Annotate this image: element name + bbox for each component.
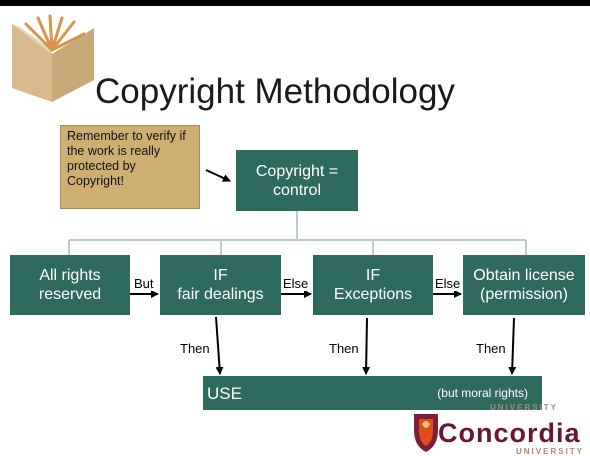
logo-name: Concordia [438, 418, 581, 448]
arrow-then-1 [215, 316, 224, 375]
then-label-2: Then [329, 341, 359, 356]
fair-dealings-box: IF fair dealings [160, 255, 281, 315]
slide-top-rule [0, 0, 590, 6]
then-label-3: Then [476, 341, 506, 356]
arrow-then-2 [362, 317, 371, 375]
copyright-control-label: Copyright = control [255, 162, 339, 199]
use-outcome-box: USE (but moral rights) [203, 376, 542, 410]
else-label-2: Else [435, 276, 461, 291]
shield-icon [414, 414, 438, 452]
option-label: IF fair dealings [177, 267, 264, 303]
all-rights-reserved-box: All rights reserved [10, 255, 130, 315]
then-label-1: Then [180, 341, 210, 356]
note-arrow [205, 169, 231, 182]
but-label: But [134, 276, 154, 291]
slide-title: Copyright Methodology [95, 72, 455, 111]
concordia-logo: UNIVERSITY Concordia UNIVERSITY [414, 403, 584, 456]
tree-lines [68, 211, 527, 255]
copyright-control-box: Copyright = control [236, 150, 358, 211]
book-logo-icon [12, 14, 94, 102]
moral-rights-note: (but moral rights) [437, 385, 528, 400]
option-label: All rights reserved [38, 267, 102, 303]
option-label: IF Exceptions [333, 267, 413, 303]
else-label-1: Else [283, 276, 309, 291]
logo-top-text: UNIVERSITY [490, 403, 558, 412]
obtain-license-box: Obtain license (permission) [463, 255, 585, 315]
arrow-then-3 [508, 317, 517, 375]
use-label: USE [207, 383, 242, 403]
option-label: Obtain license (permission) [473, 267, 575, 303]
reminder-note: Remember to verify if the work is really… [60, 125, 200, 209]
exceptions-box: IF Exceptions [313, 255, 433, 315]
logo-bottom-text: UNIVERSITY [516, 447, 584, 456]
